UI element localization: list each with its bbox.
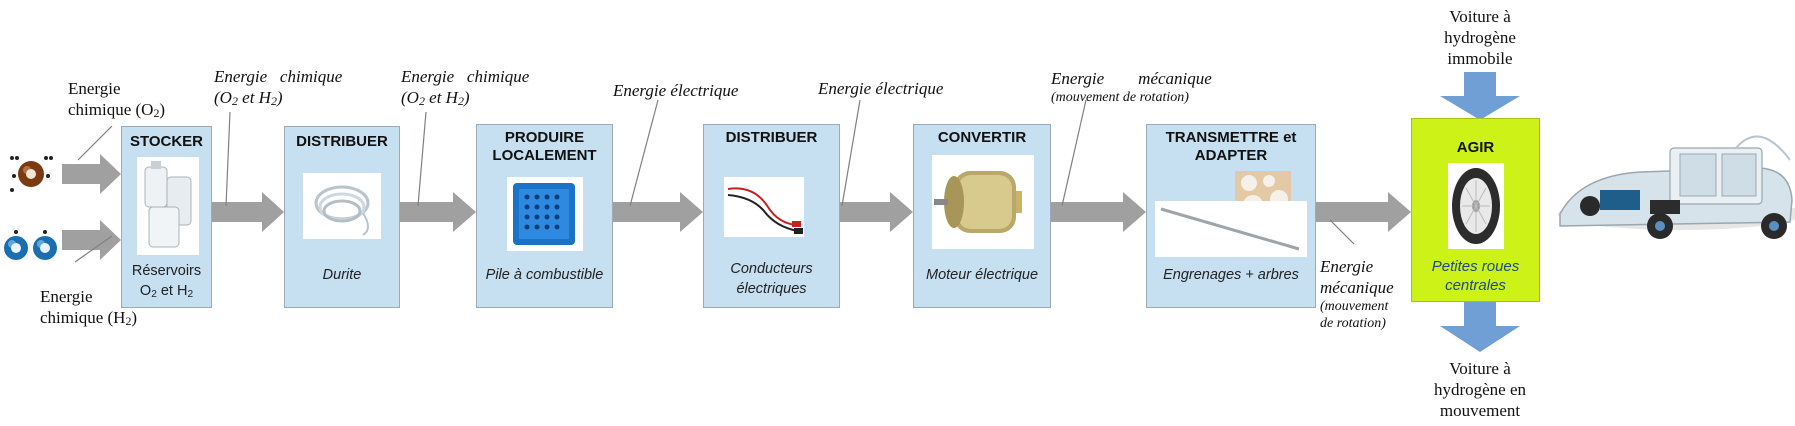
motor-image xyxy=(932,155,1034,249)
block-agir: AGIR Petites roues centrales xyxy=(1411,118,1540,302)
hose-image xyxy=(303,173,381,239)
leader-elec1 xyxy=(629,99,659,207)
flow-label-mechanical-2: Energie mécanique (mouvement de rotation… xyxy=(1320,256,1394,332)
block-caption: Durite xyxy=(322,267,362,283)
hydrogen-molecule-icon xyxy=(4,230,57,260)
input-label-oxygen: Energie chimique (O2) xyxy=(68,78,165,124)
flow-arrow-6 xyxy=(1316,192,1411,232)
leader-chem1 xyxy=(225,111,231,207)
block-title: PRODUIRE LOCALEMENT xyxy=(477,129,612,165)
label-line: Energie chimique xyxy=(214,67,343,86)
label-line: Energie mécanique xyxy=(1051,69,1212,88)
flow-arrow-2 xyxy=(400,192,476,232)
block-caption: Pile à combustible xyxy=(485,267,604,283)
flow-label-chemical-2: Energie chimique (O2 et H2) xyxy=(401,66,529,112)
block-caption: Engrenages + arbres xyxy=(1163,267,1299,283)
title-line: LOCALEMENT xyxy=(492,147,597,164)
label-line: Energie xyxy=(1320,257,1374,276)
block-produire-localement: PRODUIRE LOCALEMENT Pile à combustible xyxy=(476,124,613,308)
label-line: Energie chimique xyxy=(401,67,530,86)
reservoir-image xyxy=(137,157,199,255)
flow-label-mechanical-1: Energie mécanique (mouvement de rotation… xyxy=(1051,68,1212,106)
block-title: STOCKER xyxy=(129,133,204,150)
label-line: (O2 et H2) xyxy=(401,88,470,108)
block-caption: Moteur électrique xyxy=(925,267,1039,283)
wires-image xyxy=(724,177,804,237)
block-convertir: CONVERTIR Moteur électrique xyxy=(913,124,1051,308)
label-line: (mouvement de rotation) xyxy=(1051,90,1189,105)
block-title: DISTRIBUER xyxy=(725,129,818,146)
leader-oxygen xyxy=(77,125,113,161)
arrow-down-out-of-agir xyxy=(1440,302,1520,352)
flow-label-electrical-2: Energie électrique xyxy=(818,79,944,98)
flow-arrow-4 xyxy=(840,192,913,232)
leader-chem2 xyxy=(417,111,427,207)
input-label-hydrogen: Energie chimique (H2) xyxy=(40,286,137,332)
label-line: hydrogène xyxy=(1444,28,1516,47)
flow-label-chemical-1: Energie chimique (O2 et H2) xyxy=(214,66,342,112)
label-line: Energie xyxy=(40,287,93,306)
wheel-image xyxy=(1448,163,1504,249)
caption-line: O2 et H2 xyxy=(139,283,194,300)
input-arrow-hydrogen xyxy=(62,220,121,260)
caption-line: Petites roues xyxy=(1431,258,1520,275)
label-line: hydrogène en xyxy=(1433,380,1527,399)
block-title: CONVERTIR xyxy=(937,129,1027,146)
leader-elec2 xyxy=(841,99,861,207)
title-line: ADAPTER xyxy=(1194,147,1268,164)
label-line: Voiture à xyxy=(1449,359,1511,378)
block-distribuer-conducteurs: DISTRIBUER Conducteurs électriques xyxy=(703,124,840,308)
arrow-down-into-agir xyxy=(1440,72,1520,120)
block-distribuer-durite: DISTRIBUER Durite xyxy=(284,126,400,308)
flow-arrow-5 xyxy=(1051,192,1146,232)
block-stocker: STOCKER Réservoirs O2 et H2 xyxy=(121,126,212,308)
block-transmettre-adapter: TRANSMETTRE et ADAPTER Engrenages + arbr… xyxy=(1146,124,1316,308)
label-line: mouvement xyxy=(1439,401,1521,420)
label-line: Voiture à xyxy=(1449,7,1511,26)
flow-label-electrical-1: Energie électrique xyxy=(613,81,739,100)
block-caption: Conducteurs électriques xyxy=(704,259,839,299)
block-caption: Petites roues centrales xyxy=(1412,257,1539,295)
label-line: chimique (H2) xyxy=(40,308,138,328)
label-car-stationary: Voiture à hydrogène immobile xyxy=(1420,6,1540,69)
label-line: chimique (O2) xyxy=(68,100,166,120)
block-title: DISTRIBUER xyxy=(296,133,388,150)
block-caption: Réservoirs O2 et H2 xyxy=(122,261,211,305)
leader-meca1 xyxy=(1061,99,1087,207)
label-line: immobile xyxy=(1447,49,1513,68)
caption-line: centrales xyxy=(1445,277,1506,294)
label-car-moving: Voiture à hydrogène en mouvement xyxy=(1420,358,1540,421)
fuel-cell-image xyxy=(507,177,583,251)
flow-arrow-1 xyxy=(212,192,284,232)
leader-hydrogen xyxy=(74,235,113,263)
label-line: de rotation) xyxy=(1320,316,1386,331)
block-title: TRANSMETTRE et ADAPTER xyxy=(1147,129,1315,165)
leader-meca2 xyxy=(1329,219,1355,245)
title-line: TRANSMETTRE et xyxy=(1165,129,1297,146)
label-line: (O2 et H2) xyxy=(214,88,283,108)
label-line: Energie xyxy=(68,79,121,98)
flow-arrow-3 xyxy=(613,192,703,232)
input-arrow-oxygen xyxy=(62,154,121,194)
label-line: mécanique xyxy=(1320,278,1394,297)
label-line: (mouvement xyxy=(1320,299,1389,314)
caption-line: électriques xyxy=(736,281,807,297)
shaft-image xyxy=(1155,201,1307,257)
caption-line: Réservoirs xyxy=(131,263,202,279)
hydrogen-car-icon xyxy=(1558,135,1795,239)
title-line: PRODUIRE xyxy=(504,129,585,146)
oxygen-molecule-icon xyxy=(10,156,53,192)
block-title: AGIR xyxy=(1456,139,1495,156)
caption-line: Conducteurs xyxy=(730,261,813,277)
